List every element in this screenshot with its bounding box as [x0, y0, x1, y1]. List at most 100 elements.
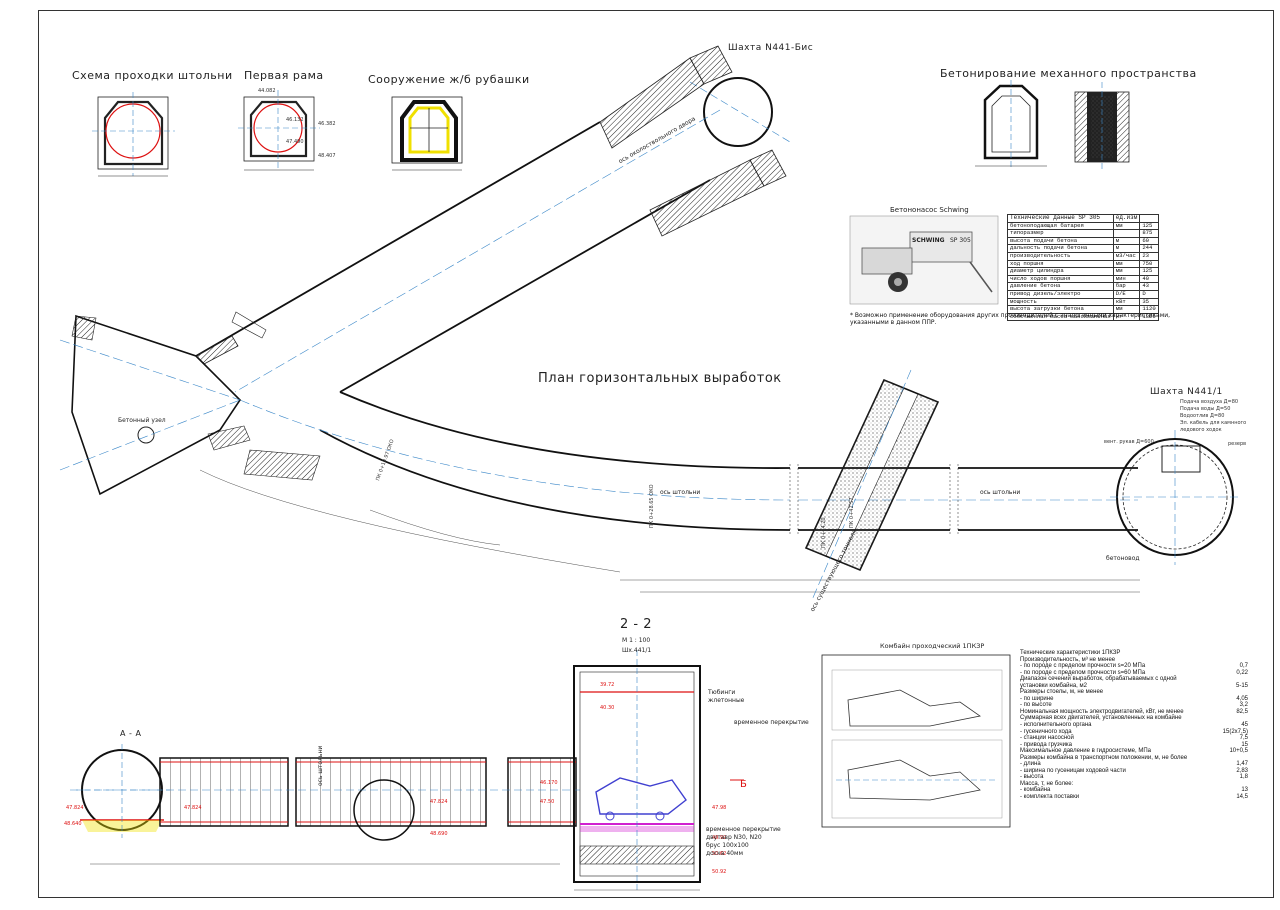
level-a4: 47.824 [430, 799, 448, 805]
combine-spec-row: Максимальное давление в гидросистеме, МП… [1020, 748, 1248, 755]
concreting-section-left [975, 80, 1047, 170]
combine-spec-row: - по породе с пределом прочности s=60 МП… [1020, 670, 1248, 677]
tubing-label-2: жлетонные [708, 697, 745, 704]
level-a5: 48.690 [430, 831, 448, 837]
combine-spec-value: 4,05 [1236, 695, 1248, 702]
scale-label: М 1 : 100 [622, 637, 651, 644]
temp-ceiling-label: временное перекрытие [734, 719, 809, 726]
combine-spec-name: - длина [1020, 761, 1041, 768]
legend-1: Подача воздуха Д=80 [1180, 399, 1239, 405]
section-axis-label: ось штольни [317, 745, 324, 786]
level-s5: 47.98 [712, 805, 727, 811]
pump-spec-header: Технические данные SP 305 ед.изм [1007, 214, 1160, 223]
pump-spec-value: 1320 [1139, 312, 1160, 322]
level-fr5: 48.407 [318, 153, 336, 159]
combine-spec-row: Размеры комбайна в транспортном положени… [1020, 755, 1248, 762]
reserve-label: резерв [1228, 441, 1247, 447]
level-s7: 50.62 [712, 851, 727, 857]
existing-tunnel [804, 369, 940, 601]
legend-5: ледового ходок [1180, 427, 1222, 433]
title-section-22: 2 - 2 [620, 617, 652, 632]
legend-4: Эл. кабель для камнного [1180, 420, 1247, 426]
pk4-label: ПК 0+44.20 [821, 517, 827, 548]
combine-spec-row: Масса, т, не более: [1020, 781, 1248, 788]
pump-spec-value: 23 [1139, 251, 1160, 261]
combine-spec-value: 5-15 [1235, 682, 1248, 689]
combine-spec-value: 15 [1241, 741, 1248, 748]
combine-spec-row: Производительность, м³ не менее [1020, 657, 1248, 664]
section-22-drawing [573, 650, 744, 891]
combine-spec-name: Максимальное давление в гидросистеме, МП… [1020, 748, 1151, 755]
combine-spec-name: Размеры стоелы, м, не менее [1020, 689, 1104, 696]
level-a2: 48.640 [64, 821, 82, 827]
title-first-frame: Первая рама [244, 69, 324, 82]
shaft-ref-label: Шх.441/1 [622, 647, 652, 654]
axis-adit-label-2: ось штольни [980, 489, 1021, 496]
pump-spec-name: собственная масса максимальная [1007, 312, 1114, 322]
pump-spec-name: производительность [1007, 251, 1114, 261]
combine-spec-name: - высота [1020, 774, 1044, 781]
level-s3: 46.170 [540, 780, 558, 786]
concreting-section-right [1074, 82, 1130, 172]
level-fr4: 47.490 [286, 139, 304, 145]
title-section-aa: А - А [120, 729, 142, 738]
pump-note: * Возможно применение оборудования други… [850, 312, 1171, 326]
level-fr3: 46.382 [318, 121, 336, 127]
first-frame-section [238, 90, 320, 171]
section-aa-drawing [70, 744, 580, 865]
combine-drawing [821, 654, 1011, 828]
main-adit [239, 391, 1138, 534]
scheme-section [92, 92, 175, 177]
pump-title: Бетононасос Schwing [890, 206, 969, 214]
pump-spec-header-value [1139, 214, 1160, 223]
pk3-label: ПК 0+42.57 [849, 497, 855, 528]
combine-spec-row: - по породе с пределом прочности s=20 МП… [1020, 663, 1248, 670]
combine-spec-name: Масса, т, не более: [1020, 780, 1074, 787]
pk2-label: ПК 0+28.65 ОКО [649, 484, 655, 528]
combine-spec-name: Диапазон сечений выработок, обрабатываем… [1020, 676, 1177, 683]
approach-tunnel [195, 57, 765, 393]
combine-spec-row: Размеры стоелы, м, не менее [1020, 689, 1248, 696]
level-s4: 47.50 [540, 799, 555, 805]
combine-spec-list: Технические характеристики 1ПКЗР Произво… [1020, 650, 1248, 801]
pump-spec-header-name: Технические данные SP 305 [1007, 214, 1114, 223]
title-concreting: Бетонирование механного пространства [940, 67, 1197, 80]
combine-spec-name: - привода грузчика [1020, 741, 1073, 748]
combine-spec-value: 2,83 [1236, 767, 1248, 774]
pump-spec-unit: м3/час [1112, 251, 1141, 261]
pump-model: SP 305 [950, 237, 971, 244]
axis-adit-label-1: ось штольни [660, 489, 701, 496]
combine-spec-value: 45 [1241, 722, 1248, 729]
combine-spec-name: - по породе с пределом прочности s=60 МП… [1020, 669, 1146, 676]
combine-spec-value: 13 [1241, 787, 1248, 794]
concrete-node-label: Бетонный узел [118, 417, 166, 424]
combine-spec-value: 0,22 [1236, 669, 1248, 676]
drawing-frame [38, 10, 1274, 898]
combine-spec-value: 1,8 [1239, 774, 1248, 781]
combine-spec-name: - по высоте [1020, 702, 1052, 709]
combine-spec-row: - ширина по гусеницам ходовой части 2,83 [1020, 768, 1248, 775]
bars-label: брус 100х100 [706, 842, 749, 849]
combine-spec-name: Номинальная мощность электродвигателей, … [1020, 708, 1184, 715]
combine-spec-row: - длина 1,47 [1020, 761, 1248, 768]
combine-spec-value: 1,47 [1236, 761, 1248, 768]
combine-spec-name: - гусеничного хода [1020, 728, 1072, 735]
title-rc-shirt: Сооружение ж/б рубашки [368, 73, 530, 86]
combine-spec-name: - ширина по гусеницам ходовой части [1020, 767, 1126, 774]
pump-image [849, 215, 999, 305]
pump-spec-name: привод дизель/электро [1007, 289, 1114, 299]
combine-spec-name: Суммарная всех двигателей, установленных… [1020, 715, 1182, 722]
concrete-node-area [59, 314, 1140, 593]
board-label: доска 40мм [706, 850, 744, 857]
combine-spec-name: - станции насосной [1020, 735, 1074, 742]
mark-b-label: Б [740, 779, 748, 790]
level-s1: 39.72 [600, 682, 615, 688]
